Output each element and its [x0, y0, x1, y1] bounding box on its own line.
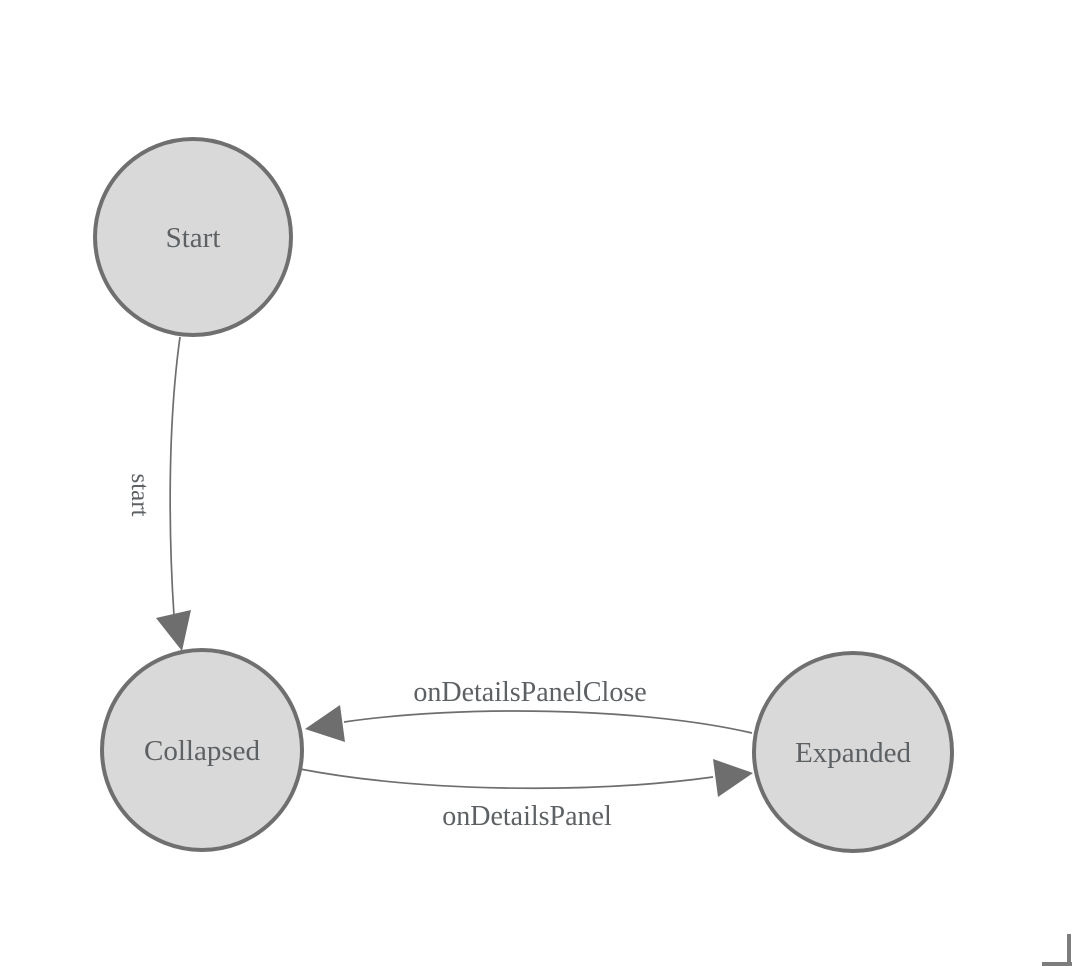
node-start-label: Start — [166, 222, 221, 254]
edge-ondetailspanelclose-line — [343, 710, 753, 734]
node-start[interactable]: Start — [93, 137, 293, 337]
canvas-corner-vertical — [1067, 934, 1071, 966]
edge-label-ondetailspanelclose: onDetailsPanelClose — [413, 677, 646, 708]
edge-ondetailspanel-line — [299, 768, 714, 790]
canvas-corner-horizontal — [1042, 962, 1072, 966]
node-collapsed-label: Collapsed — [144, 735, 260, 767]
node-collapsed[interactable]: Collapsed — [100, 648, 304, 852]
node-start-circle[interactable] — [93, 137, 293, 337]
arrowhead-right-icon — [713, 759, 753, 797]
edge-label-start: start — [126, 473, 153, 516]
node-expanded[interactable]: Expanded — [752, 651, 954, 853]
edge-start-to-collapsed: start — [126, 336, 191, 651]
edge-expanded-to-collapsed: onDetailsPanelClose — [305, 677, 753, 742]
edge-label-ondetailspanel: onDetailsPanel — [442, 801, 612, 832]
arrowhead-left-icon — [305, 705, 345, 742]
node-expanded-circle[interactable] — [752, 651, 954, 853]
edge-start-line — [169, 336, 181, 617]
node-expanded-label: Expanded — [795, 737, 911, 769]
node-collapsed-circle[interactable] — [100, 648, 304, 852]
edge-collapsed-to-expanded: onDetailsPanel — [299, 759, 753, 832]
canvas-corner-icon — [1042, 934, 1072, 966]
arrowhead-down-icon — [156, 610, 191, 651]
